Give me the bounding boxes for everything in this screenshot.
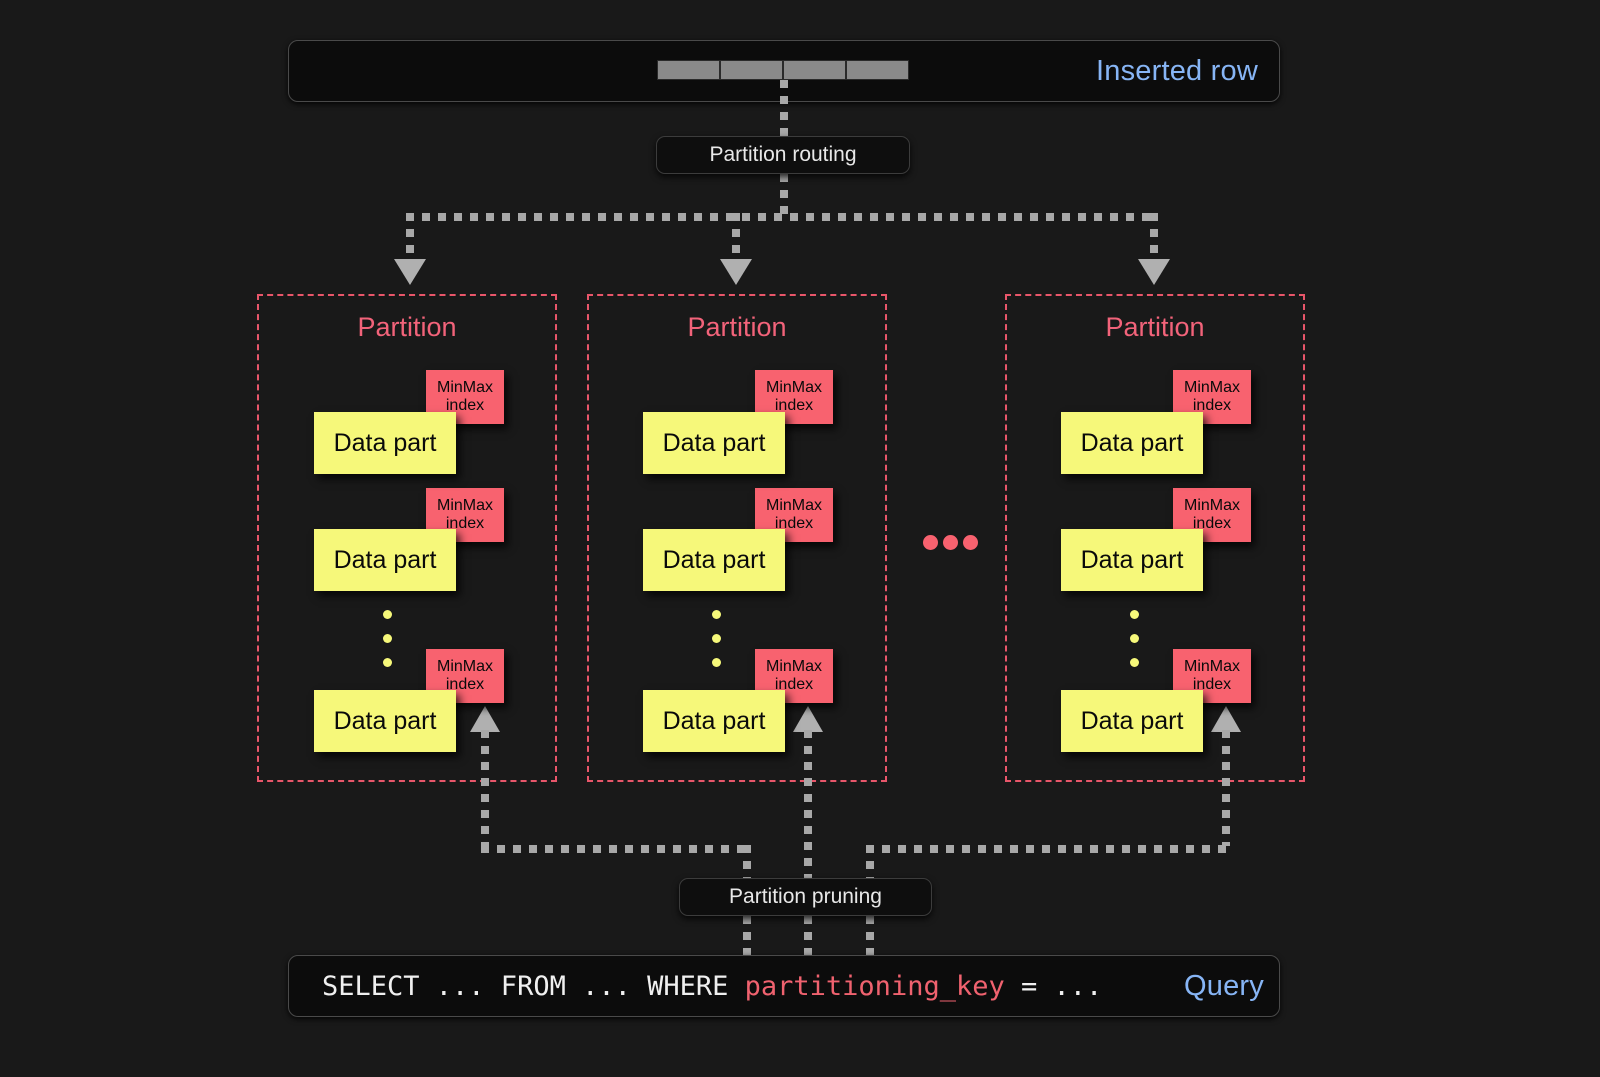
minmax-line1: MinMax bbox=[765, 657, 822, 675]
inserted-row-label: Inserted row bbox=[1096, 55, 1258, 87]
connector-bus-to-partition-1 bbox=[406, 213, 414, 263]
horizontal-ellipsis-dot bbox=[923, 535, 938, 550]
data-part-label: Data part bbox=[1080, 706, 1184, 735]
minmax-line1: MinMax bbox=[436, 496, 493, 514]
data-part-label: Data part bbox=[662, 706, 766, 735]
connector-bus-to-partition-3 bbox=[1150, 213, 1158, 263]
row-cell bbox=[720, 60, 783, 80]
minmax-line1: MinMax bbox=[436, 378, 493, 396]
minmax-line1: MinMax bbox=[765, 496, 822, 514]
data-part-label: Data part bbox=[333, 545, 437, 574]
vertical-ellipsis-dot bbox=[383, 634, 392, 643]
vertical-ellipsis-dot bbox=[383, 610, 392, 619]
data-part-label: Data part bbox=[662, 545, 766, 574]
connector-row-to-routing bbox=[780, 80, 788, 138]
arrow-up-partition-3 bbox=[1211, 706, 1241, 732]
minmax-line1: MinMax bbox=[1183, 378, 1240, 396]
data-part-box: Data part bbox=[643, 412, 785, 474]
data-part-box: Data part bbox=[643, 690, 785, 752]
partition-title: Partition bbox=[1105, 312, 1205, 342]
data-part-label: Data part bbox=[1080, 545, 1184, 574]
data-part-label: Data part bbox=[333, 706, 437, 735]
horizontal-ellipsis-dot bbox=[943, 535, 958, 550]
minmax-line1: MinMax bbox=[1183, 657, 1240, 675]
partition-routing-box[interactable]: Partition routing bbox=[656, 136, 910, 174]
connector-pruning-to-query-left bbox=[743, 916, 751, 956]
arrow-down-partition-3 bbox=[1138, 259, 1170, 285]
partition-pruning-box[interactable]: Partition pruning bbox=[679, 878, 932, 916]
minmax-line2: index bbox=[1192, 515, 1232, 532]
routing-bus-line bbox=[406, 213, 1158, 221]
data-part-box: Data part bbox=[1061, 412, 1203, 474]
partition-routing-label: Partition routing bbox=[709, 143, 857, 166]
row-cell bbox=[657, 60, 720, 80]
minmax-line2: index bbox=[1192, 676, 1232, 693]
data-part-label: Data part bbox=[1080, 428, 1184, 457]
data-part-box: Data part bbox=[314, 690, 456, 752]
arrow-down-partition-2 bbox=[720, 259, 752, 285]
sql-suffix: = ... bbox=[1004, 971, 1103, 1002]
partition-pruning-label: Partition pruning bbox=[729, 885, 882, 908]
connector-pruning-to-partition-3 bbox=[1222, 730, 1230, 846]
connector-pruning-to-query-right bbox=[866, 916, 874, 956]
inserted-row-cells bbox=[657, 60, 909, 80]
arrow-down-partition-1 bbox=[394, 259, 426, 285]
horizontal-ellipsis-dot bbox=[963, 535, 978, 550]
vertical-ellipsis-dot bbox=[383, 658, 392, 667]
connector-pruning-to-query-center bbox=[804, 916, 812, 956]
connector-pruning-entry-left bbox=[743, 845, 751, 890]
data-part-label: Data part bbox=[333, 428, 437, 457]
minmax-line2: index bbox=[445, 515, 485, 532]
minmax-line2: index bbox=[774, 676, 814, 693]
vertical-ellipsis-dot bbox=[1130, 658, 1139, 667]
minmax-line1: MinMax bbox=[765, 378, 822, 396]
connector-bus-to-partition-2 bbox=[732, 213, 740, 263]
row-cell bbox=[846, 60, 909, 80]
data-part-box: Data part bbox=[1061, 529, 1203, 591]
minmax-line2: index bbox=[445, 397, 485, 414]
pruning-bus-left bbox=[481, 845, 751, 853]
arrow-up-partition-1 bbox=[470, 706, 500, 732]
minmax-line2: index bbox=[445, 676, 485, 693]
minmax-line2: index bbox=[774, 397, 814, 414]
minmax-line2: index bbox=[1192, 397, 1232, 414]
partition-title: Partition bbox=[687, 312, 787, 342]
pruning-bus-right bbox=[866, 845, 1230, 853]
sql-column: partitioning_key bbox=[744, 971, 1005, 1002]
partition-container-1: Partition bbox=[257, 294, 557, 782]
vertical-ellipsis-dot bbox=[712, 658, 721, 667]
data-part-box: Data part bbox=[643, 529, 785, 591]
minmax-line2: index bbox=[774, 515, 814, 532]
minmax-line1: MinMax bbox=[436, 657, 493, 675]
data-part-box: Data part bbox=[314, 529, 456, 591]
vertical-ellipsis-dot bbox=[712, 610, 721, 619]
connector-routing-to-bus bbox=[780, 174, 788, 216]
partition-title: Partition bbox=[357, 312, 457, 342]
vertical-ellipsis-dot bbox=[712, 634, 721, 643]
connector-pruning-entry-right bbox=[866, 845, 874, 890]
data-part-label: Data part bbox=[662, 428, 766, 457]
query-bar bbox=[288, 955, 1280, 1017]
data-part-box: Data part bbox=[1061, 690, 1203, 752]
arrow-up-partition-2 bbox=[793, 706, 823, 732]
connector-pruning-to-partition-2 bbox=[804, 730, 812, 890]
connector-pruning-to-partition-1 bbox=[481, 730, 489, 846]
query-label: Query bbox=[1184, 970, 1264, 1002]
vertical-ellipsis-dot bbox=[1130, 634, 1139, 643]
partition-container-3: Partition bbox=[1005, 294, 1305, 782]
minmax-line1: MinMax bbox=[1183, 496, 1240, 514]
partition-container-2: Partition bbox=[587, 294, 887, 782]
sql-prefix: SELECT ... FROM ... WHERE bbox=[322, 971, 745, 1002]
row-cell bbox=[783, 60, 846, 80]
vertical-ellipsis-dot bbox=[1130, 610, 1139, 619]
data-part-box: Data part bbox=[314, 412, 456, 474]
query-sql-text: SELECT ... FROM ... WHERE partitioning_k… bbox=[322, 971, 1102, 1002]
